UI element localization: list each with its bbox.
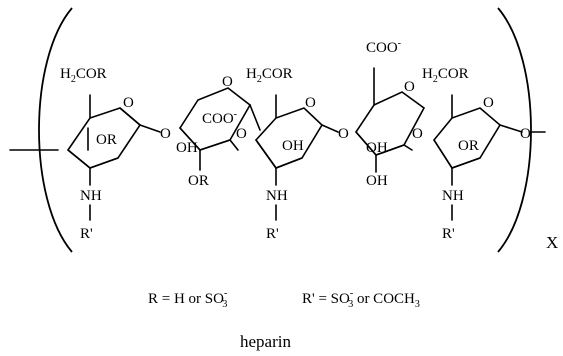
unit2-side-group: OH bbox=[176, 140, 198, 156]
unit1-bottom-tail: R' bbox=[80, 226, 93, 242]
unit3-side-group: OH bbox=[282, 138, 304, 154]
ring-unit-3 bbox=[255, 94, 339, 186]
ring-unit-2 bbox=[179, 87, 261, 171]
unit1-ring-oxygen: O bbox=[123, 95, 134, 111]
unit3-bottom-tail: R' bbox=[266, 226, 279, 242]
unit4-bottom-group: OH bbox=[366, 173, 388, 189]
unit1-bottom-group: NH bbox=[80, 188, 102, 204]
ring-unit-1 bbox=[67, 94, 161, 186]
ring-unit-4 bbox=[355, 67, 426, 173]
unit5-bottom-tail: R' bbox=[442, 226, 455, 242]
unit2-top-label: COO- bbox=[202, 109, 237, 127]
linker-oxygen-2: O bbox=[236, 126, 247, 142]
unit4-side-group: OH bbox=[366, 140, 388, 156]
linker-oxygen-1: O bbox=[160, 126, 171, 142]
ring-unit-5 bbox=[433, 94, 523, 186]
unit3-bottom-group: NH bbox=[266, 188, 288, 204]
unit5-side-group: OR bbox=[458, 138, 479, 154]
linker-oxygen-5: O bbox=[520, 126, 531, 142]
r-definition: R = H or SO-3 bbox=[148, 288, 227, 310]
unit5-ring-oxygen: O bbox=[483, 95, 494, 111]
unit5-top-label: H2COR bbox=[422, 66, 469, 85]
unit1-side-group: OR bbox=[96, 132, 117, 148]
linker-oxygen-3: O bbox=[338, 126, 349, 142]
unit2-ring-oxygen: O bbox=[222, 74, 233, 90]
linker-oxygen-4: O bbox=[412, 126, 423, 142]
right-parenthesis bbox=[497, 7, 532, 253]
unit3-ring-oxygen: O bbox=[305, 95, 316, 111]
left-parenthesis bbox=[38, 7, 73, 253]
unit4-ring-oxygen: O bbox=[404, 79, 415, 95]
repeat-count-label: X bbox=[546, 233, 558, 252]
unit1-top-label: H2COR bbox=[60, 66, 107, 85]
unit3-top-label: H2COR bbox=[246, 66, 293, 85]
rprime-definition: R' = SO-3 or COCH3 bbox=[302, 288, 420, 310]
unit5-bottom-group: NH bbox=[442, 188, 464, 204]
caption-heparin: heparin bbox=[240, 332, 291, 351]
unit2-bottom-group: OR bbox=[188, 173, 209, 189]
unit4-top-label: COO- bbox=[366, 38, 401, 56]
